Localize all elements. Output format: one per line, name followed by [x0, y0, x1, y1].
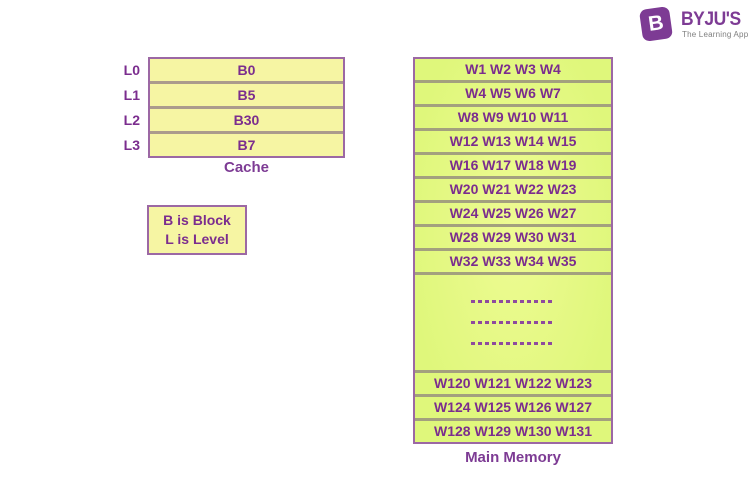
- byjus-tagline: The Learning App: [682, 30, 749, 39]
- cache-block-cell: B30: [150, 109, 343, 134]
- byjus-logo: B BYJU'S The Learning App: [638, 6, 748, 43]
- cache-title: Cache: [223, 159, 270, 176]
- cache-block-cell: B7: [237, 137, 256, 153]
- memory-word-row: W124 W125 W126 W127: [415, 397, 611, 421]
- cache-level-label: L2: [123, 112, 140, 129]
- memory-ellipsis-row: [415, 275, 611, 373]
- cache-block-cell: B5: [150, 84, 343, 109]
- cache-level-labels: L0 L1 L2 L3: [104, 57, 140, 158]
- ellipsis-dash-line: [471, 300, 555, 303]
- memory-word-row: W24 W25 W26 W27: [415, 203, 611, 227]
- cache-level-label: L0: [123, 61, 140, 78]
- memory-word-row: W28 W29 W30 W31: [415, 227, 611, 251]
- legend-line-block: B is Block: [163, 212, 231, 228]
- ellipsis-dash-line: [471, 342, 555, 345]
- memory-word-row: W120 W121 W122 W123: [415, 373, 611, 397]
- byjus-badge-icon: B: [638, 6, 674, 42]
- memory-word-row: W20 W21 W22 W23: [415, 179, 611, 203]
- cache-level-label: L3: [123, 137, 140, 154]
- cache-table: B0 B5 B30 B7: [148, 57, 345, 158]
- memory-word-row: W32 W33 W34 W35: [415, 251, 611, 275]
- legend-box: B is Block L is Level: [147, 205, 247, 255]
- legend-line-level: L is Level: [165, 231, 229, 247]
- memory-word-row: W128 W129 W130 W131: [434, 423, 592, 439]
- cache-level-label: L1: [123, 86, 140, 103]
- memory-word-row: W12 W13 W14 W15: [415, 131, 611, 155]
- main-memory-title: Main Memory: [465, 449, 561, 466]
- main-memory-table: W1 W2 W3 W4 W4 W5 W6 W7 W8 W9 W10 W11 W1…: [413, 57, 613, 444]
- memory-word-row: W1 W2 W3 W4: [415, 59, 611, 83]
- cache-block-cell: B0: [150, 59, 343, 84]
- byjus-brand-text: BYJU'S: [681, 9, 741, 30]
- memory-word-row: W8 W9 W10 W11: [415, 107, 611, 131]
- ellipsis-dash-line: [471, 321, 555, 324]
- memory-word-row: W4 W5 W6 W7: [415, 83, 611, 107]
- memory-word-row: W16 W17 W18 W19: [415, 155, 611, 179]
